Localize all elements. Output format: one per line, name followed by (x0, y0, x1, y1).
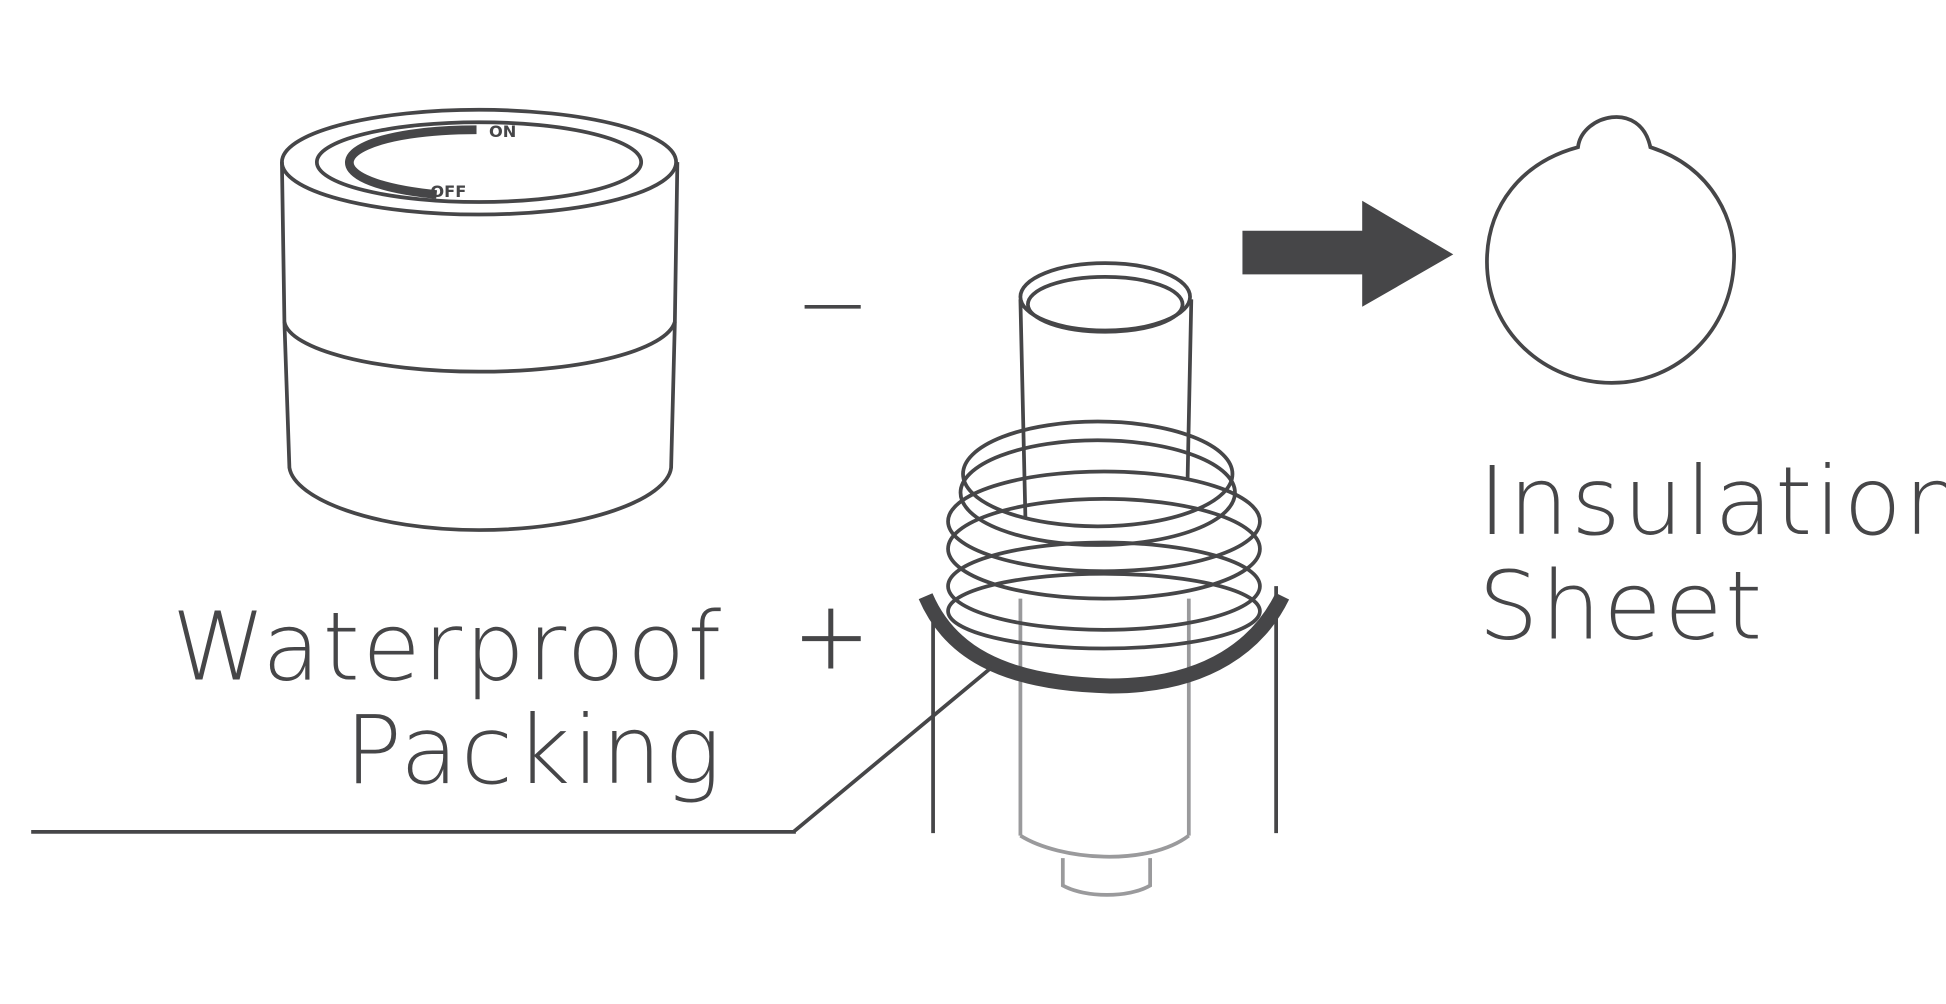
knob-off-label: OFF (430, 182, 466, 201)
arrow-right-icon (1242, 200, 1454, 307)
waterproof-label-line2: Packing (345, 696, 724, 806)
plus-sign (802, 608, 861, 669)
battery-cap (280, 107, 680, 532)
battery-body (31, 261, 1290, 897)
insulation-sheet-shape (1485, 115, 1736, 385)
insulation-label-line1: Insulation (1478, 447, 1946, 557)
knob-on-label: ON (489, 122, 516, 141)
insulation-label-line2: Sheet (1478, 552, 1765, 662)
waterproof-label-line1: Waterproof (172, 593, 724, 703)
